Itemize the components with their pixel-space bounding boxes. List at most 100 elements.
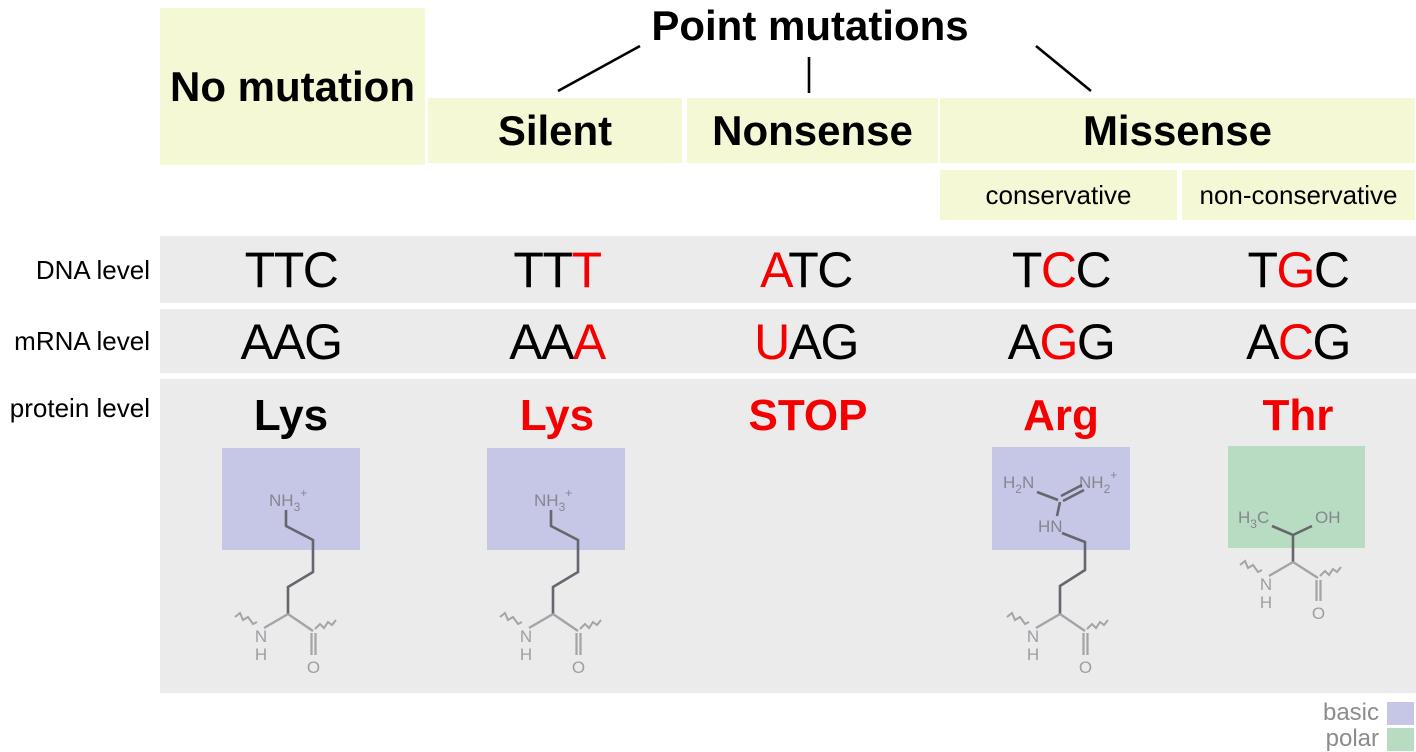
mrna-codon-nonsense: UAG — [754, 314, 860, 370]
conservative-header: conservative — [940, 170, 1177, 220]
dna-codon-nonsense: ATC — [760, 242, 853, 298]
peptide-squiggle-left — [499, 611, 523, 626]
mrna-row-band — [160, 309, 1416, 373]
dna-codon-no-mutation: TTC — [244, 242, 339, 298]
imine-label: HN — [1038, 517, 1063, 536]
protein-level-label: protein level — [9, 393, 150, 423]
legend-basic-swatch — [1387, 701, 1414, 725]
no-mutation-header: No mutation — [160, 8, 425, 165]
threonine-structure: H3C OH N H O — [1228, 446, 1365, 623]
codon-letter: G — [1276, 242, 1316, 298]
codon-letter: C — [302, 242, 339, 298]
protein-nonsense: STOP — [748, 391, 868, 440]
backbone-o-label: O — [572, 658, 585, 677]
guanidinium-hn-bond — [1055, 501, 1062, 517]
codon-letter: T — [1247, 242, 1278, 298]
arginine-structure: H2N NH2+ HN N H O — [992, 447, 1130, 677]
guanidinium-left-bond — [1036, 490, 1059, 502]
legend-basic-label: basic — [1322, 699, 1379, 726]
codon-letter: T — [244, 242, 276, 298]
basic-highlight-box — [992, 447, 1130, 550]
codon-letter: G — [1312, 314, 1352, 370]
backbone-n-label: N — [255, 627, 267, 646]
branch-line-missense — [1035, 44, 1092, 93]
codon-letter: C — [817, 242, 853, 298]
peptide-squiggle-left — [1006, 611, 1030, 626]
silent-header: Silent — [428, 98, 682, 163]
guanidinium-double-bond-1 — [1060, 483, 1083, 498]
branch-line-silent — [557, 44, 641, 93]
backbone-o-label: O — [307, 658, 320, 677]
peptide-squiggle-right — [314, 619, 337, 630]
alpha-n-bond — [1268, 560, 1294, 578]
codon-letter: A — [1246, 314, 1279, 370]
peptide-squiggle-right — [1319, 566, 1342, 577]
methyl-label: H3C — [1238, 508, 1269, 531]
codon-letter: G — [1039, 314, 1079, 370]
polar-highlight-box — [1228, 446, 1365, 548]
alpha-carbonyl-bond — [1292, 560, 1319, 580]
codon-letter: A — [760, 242, 790, 298]
codon-letter: A — [1007, 314, 1041, 370]
codon-letter: C — [1313, 242, 1350, 298]
legend: basic polar — [1323, 701, 1414, 751]
codon-letter: G — [820, 314, 860, 370]
codon-letter: A — [272, 314, 305, 370]
peptide-squiggle-right — [1086, 619, 1109, 630]
protein-row-band — [160, 379, 1416, 693]
codon-letter: T — [571, 242, 603, 298]
amine-group-label: NH3+ — [534, 486, 572, 514]
silent-label: Silent — [497, 106, 613, 154]
backbone-h-label: H — [1027, 645, 1039, 664]
nonsense-label: Nonsense — [712, 106, 913, 154]
dna-codon-non-conservative: TGC — [1247, 242, 1350, 298]
codon-letter: T — [1011, 242, 1043, 298]
side-chain-bonds — [549, 510, 580, 614]
amine-group-label: NH3+ — [269, 486, 307, 514]
basic-highlight-box — [487, 448, 625, 550]
no-mutation-label: No mutation — [170, 62, 415, 110]
backbone-h-label: H — [255, 645, 267, 664]
dna-row-band — [160, 236, 1416, 303]
lysine-structure-1: NH3+ N H O — [222, 448, 360, 677]
conservative-label: conservative — [985, 179, 1132, 210]
legend-polar-label: polar — [1325, 725, 1379, 752]
dna-codon-conservative: TCC — [1011, 242, 1112, 298]
peptide-squiggle-left — [1239, 559, 1263, 574]
codon-letter: U — [754, 314, 790, 370]
alpha-carbonyl-bond — [552, 613, 579, 632]
legend-polar-swatch — [1387, 727, 1414, 751]
legend-row-basic: basic — [1323, 701, 1414, 725]
basic-highlight-box — [222, 448, 360, 550]
alpha-carbonyl-bond — [287, 613, 314, 632]
codon-letter: A — [240, 314, 273, 370]
codon-letter: C — [1040, 242, 1077, 298]
alpha-carbonyl-bond — [1059, 613, 1086, 632]
guanidinium-double-bond-2 — [1062, 488, 1085, 503]
codon-letter: T — [273, 242, 305, 298]
backbone-h-label: H — [1260, 593, 1272, 612]
lysine-structure-2: NH3+ N H O — [487, 448, 625, 677]
protein-conservative: Arg — [1023, 391, 1099, 440]
alpha-n-bond — [263, 612, 289, 630]
backbone-n-label: N — [520, 627, 532, 646]
missense-label: Missense — [1082, 106, 1273, 154]
legend-row-polar: polar — [1326, 727, 1414, 751]
protein-no-mutation: Lys — [253, 391, 329, 440]
non-conservative-header: non-conservative — [1182, 170, 1415, 220]
codon-letter: A — [572, 314, 606, 370]
mrna-codon-non-conservative: ACG — [1246, 314, 1352, 370]
mrna-codon-conservative: AGG — [1007, 314, 1116, 370]
codon-letter: A — [541, 314, 574, 370]
side-chain-bonds — [284, 510, 315, 614]
backbone-o-label: O — [1079, 658, 1092, 677]
backbone-n-label: N — [1260, 575, 1272, 594]
branch-lines — [557, 44, 1092, 93]
amine-left-label: H2N — [1003, 473, 1034, 496]
missense-header: Missense — [940, 98, 1415, 163]
dna-level-label: DNA level — [35, 255, 150, 285]
codon-letter: G — [304, 314, 343, 370]
backbone-o-label: O — [1312, 604, 1325, 623]
codon-letter: T — [513, 242, 544, 298]
